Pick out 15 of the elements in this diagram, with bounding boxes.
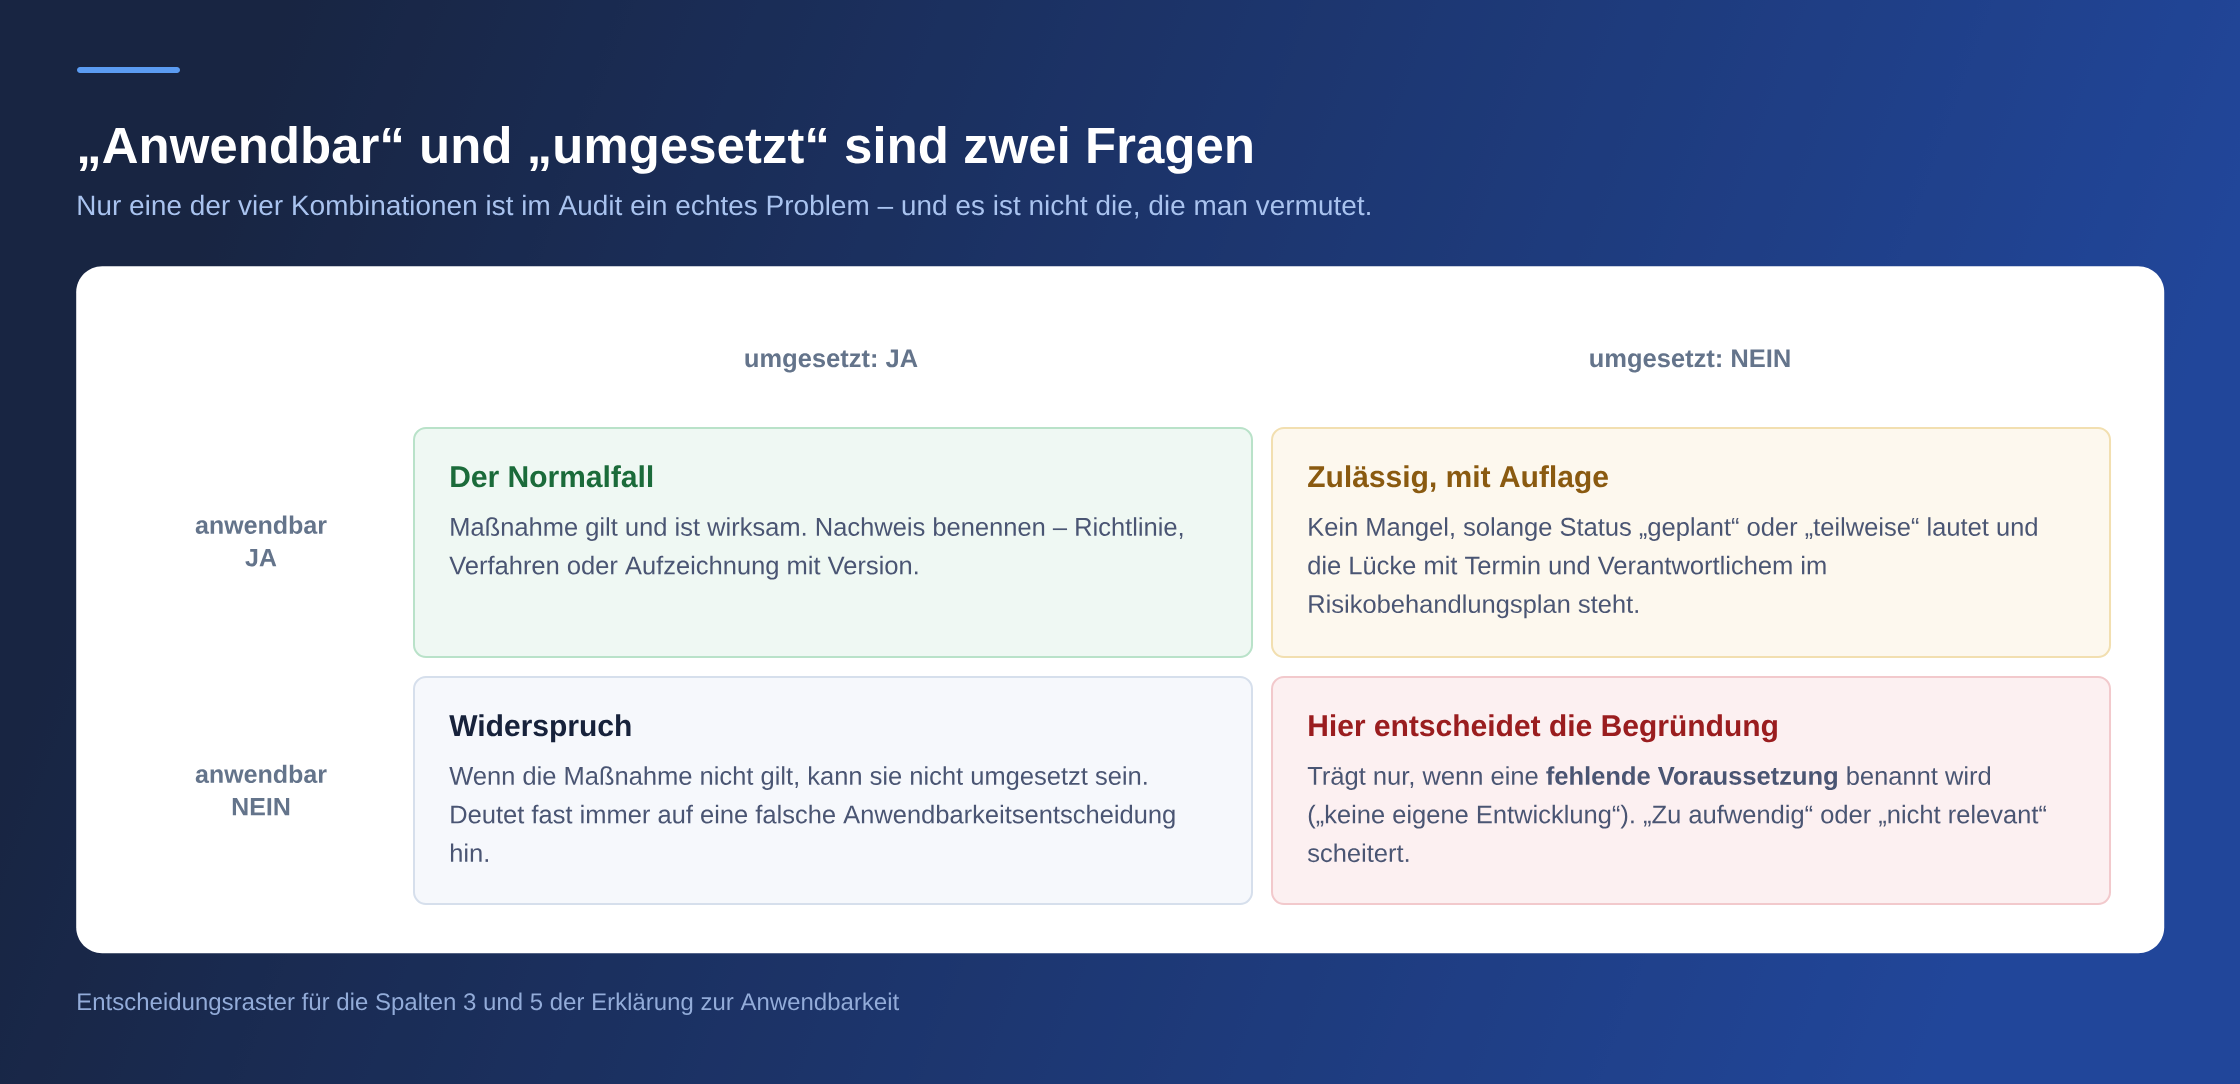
card-heading: Widerspruch bbox=[449, 714, 631, 743]
column-header: umgesetzt: NEIN bbox=[1590, 349, 1790, 373]
row-header: anwendbar NEIN bbox=[195, 764, 327, 816]
title: „Anwendbar“ und „umgesetzt“ sind zwei Fragen bbox=[79, 126, 1252, 174]
caption: Entscheidungsraster für die Spalten 3 und 5 der Erklärung zur Anwendbarkeit bbox=[78, 992, 900, 1015]
card-text: Wenn die Maßnahme nicht gilt, kann sie nicht umgesetzt sein. Deutet fast immer auf eine falsche Anwendbarkeitsentscheidung hin. bbox=[449, 766, 1175, 862]
subtitle: Nur eine der vier Kombinationen ist im Audit ein echtes Problem – und es ist nicht die, die man vermutet. bbox=[78, 194, 1370, 219]
row-header: anwendbar JA bbox=[195, 515, 327, 567]
card-text: Maßnahme gilt und ist wirksam. Nachweis benennen – Richtlinie, Verfahren oder Aufzeichnung mit Version. bbox=[449, 517, 1183, 580]
card-text: Kein Mangel, solange Status „geplant“ oder „teilweise“ lautet und die Lücke mit Termin und Verantwortlichem im Risikobehandlungsplan steht. bbox=[1308, 517, 2037, 619]
card-text: Trägt nur, wenn eine fehlende Voraussetzung benannt wird („keine eigene Entwicklung“). „Zu aufwendig“ oder „nicht relevant“ scheitert. bbox=[1307, 766, 2046, 863]
column-header: umgesetzt: JA bbox=[745, 349, 918, 373]
card-heading: Hier entscheidet die Begründung bbox=[1309, 714, 1777, 743]
card-heading: Zulässig, mit Auflage bbox=[1308, 465, 1608, 494]
card-heading: Der Normalfall bbox=[451, 465, 653, 488]
